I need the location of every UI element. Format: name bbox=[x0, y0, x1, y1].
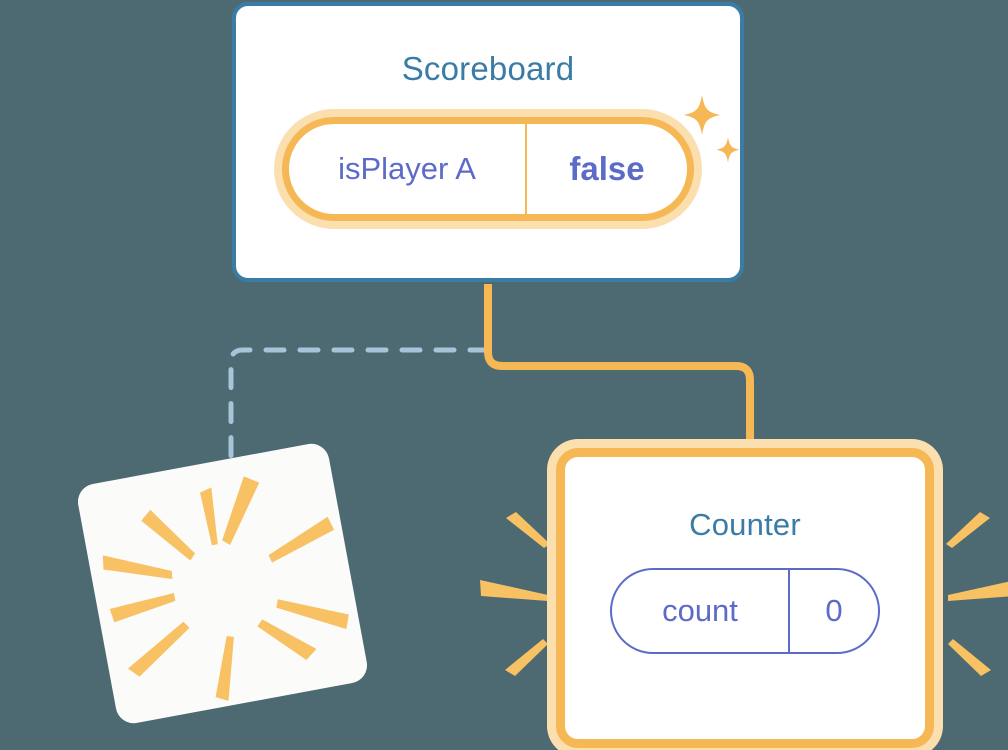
counter-card-title: Counter bbox=[689, 507, 801, 542]
scoreboard-state-key: isPlayer A bbox=[338, 151, 476, 186]
burst-ray bbox=[480, 580, 548, 601]
burst-ray bbox=[276, 599, 349, 630]
pill-divider bbox=[525, 124, 527, 214]
burst-ray bbox=[222, 476, 260, 545]
burst-ray bbox=[109, 593, 176, 623]
counter-rays-left bbox=[480, 512, 550, 676]
sparkle-group bbox=[684, 95, 740, 163]
counter-state-key: count bbox=[662, 593, 738, 628]
scoreboard-card[interactable]: Scoreboard isPlayer A false bbox=[232, 2, 744, 282]
tilted-card-burst-rays bbox=[102, 476, 349, 701]
sparkle-small-icon bbox=[716, 137, 740, 163]
solid-connector-path bbox=[484, 284, 754, 462]
scoreboard-pill-wrapper: isPlayer A false bbox=[282, 95, 740, 221]
counter-state-pill[interactable]: count 0 bbox=[610, 568, 880, 654]
pill-divider bbox=[788, 570, 790, 652]
burst-ray bbox=[948, 639, 991, 676]
burst-ray bbox=[215, 636, 234, 701]
tilted-blank-card[interactable] bbox=[74, 440, 371, 727]
burst-ray bbox=[257, 619, 317, 661]
burst-ray bbox=[948, 581, 1008, 601]
counter-rays-right bbox=[946, 512, 1008, 676]
counter-state-value: 0 bbox=[825, 593, 843, 628]
counter-card[interactable]: Counter count 0 bbox=[556, 448, 934, 748]
scoreboard-state-value: false bbox=[569, 150, 645, 187]
burst-ray bbox=[506, 512, 550, 548]
burst-ray bbox=[946, 512, 990, 548]
burst-ray bbox=[200, 487, 218, 546]
sparkle-large-icon bbox=[684, 95, 720, 135]
scoreboard-state-pill[interactable]: isPlayer A false bbox=[282, 117, 694, 221]
burst-ray bbox=[127, 621, 190, 677]
scoreboard-card-title: Scoreboard bbox=[401, 50, 575, 87]
burst-ray bbox=[268, 516, 335, 563]
burst-ray bbox=[505, 639, 548, 676]
burst-ray bbox=[102, 555, 173, 580]
burst-ray bbox=[141, 509, 196, 561]
